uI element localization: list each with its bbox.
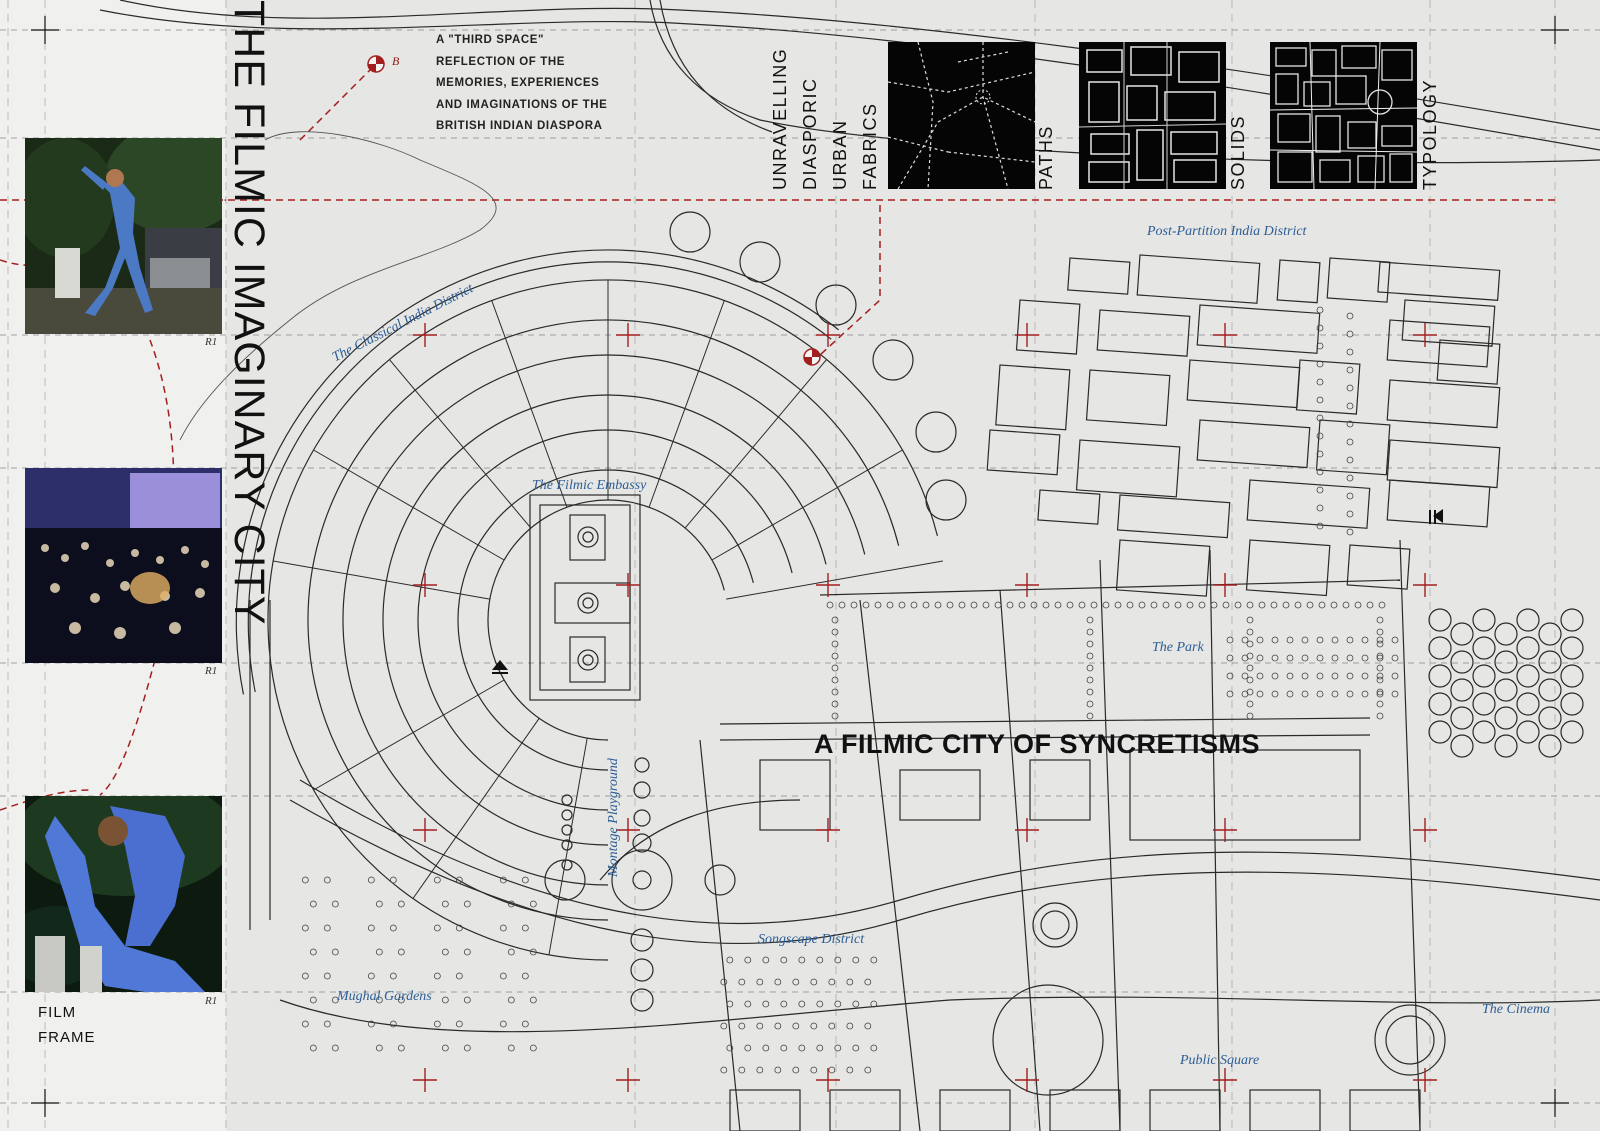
cinema-garden-pattern	[1428, 608, 1584, 758]
panel-label-paths: PATHS	[1036, 125, 1056, 190]
headline: A FILMIC CITY OF SYNCRETISMS	[814, 729, 1261, 759]
intro-line: REFLECTION OF THE	[436, 55, 566, 68]
poster-title-text: THE FILMIC IMAGINARY CITY	[225, 0, 273, 626]
district-songscape: Songscape District	[758, 932, 865, 947]
fabric-word: URBAN	[830, 119, 850, 190]
intro-line: MEMORIES, EXPERIENCES	[436, 77, 600, 90]
section-marker-label: B	[392, 54, 400, 68]
reel-label: R1	[205, 665, 218, 677]
contour-line	[179, 131, 497, 441]
typology-thumbnail	[1270, 42, 1417, 189]
film-label-line1: FILM	[38, 1004, 77, 1021]
film-label-line2: FRAME	[38, 1029, 96, 1046]
filmic-embassy-building	[529, 494, 641, 701]
district-park: The Park	[1152, 640, 1204, 655]
district-montage-playground: Montage Playground	[606, 758, 621, 877]
upper-arc-plots	[669, 211, 967, 521]
reel-label: R1	[205, 995, 218, 1007]
district-mughal-gardens: Mughal Gardens	[337, 989, 432, 1004]
post-partition-blocks	[986, 254, 1501, 597]
panel-label-solids: SOLIDS	[1228, 114, 1248, 190]
intro-line: BRITISH INDIAN DIASPORA	[436, 120, 603, 133]
red-survey-crosses	[413, 323, 1437, 1092]
poster-title: THE FILMIC IMAGINARY CITY	[225, 0, 273, 780]
district-filmic-embassy: The Filmic Embassy	[532, 478, 647, 493]
section-marker-fill	[368, 56, 384, 72]
intro-line: AND IMAGINATIONS OF THE	[436, 98, 608, 111]
fabric-word: UNRAVELLING	[770, 47, 790, 190]
intro-text: A "THIRD SPACE" REFLECTION OF THE MEMORI…	[436, 30, 636, 138]
classical-india-district	[235, 249, 943, 961]
solids-thumbnail	[1079, 42, 1226, 189]
section-marker-fill	[804, 349, 820, 365]
fabric-word: DIASPORIC	[800, 77, 820, 190]
montage-playground-shapes	[544, 757, 736, 1012]
lower-blocks	[729, 749, 1446, 1131]
intro-line: A "THIRD SPACE"	[436, 34, 545, 46]
play-marker-icon	[1433, 509, 1443, 523]
fabric-word: FABRICS	[860, 102, 880, 190]
film-frame-hero	[25, 796, 222, 992]
paths-thumbnail	[888, 42, 1035, 189]
north-arrow-icon	[492, 660, 508, 670]
reel-label: R1	[205, 336, 218, 348]
film-frame-crowd	[25, 468, 222, 663]
district-post-partition: Post-Partition India District	[1147, 224, 1307, 239]
district-public-square: Public Square	[1180, 1053, 1260, 1068]
road-network	[249, 539, 1600, 1131]
district-cinema: The Cinema	[1482, 1002, 1551, 1017]
tree-canopy	[301, 306, 1399, 1074]
panel-label-typology: TYPOLOGY	[1420, 78, 1440, 190]
film-frame-dancer	[25, 138, 222, 334]
film-frame-label: FILM FRAME	[38, 1000, 96, 1050]
